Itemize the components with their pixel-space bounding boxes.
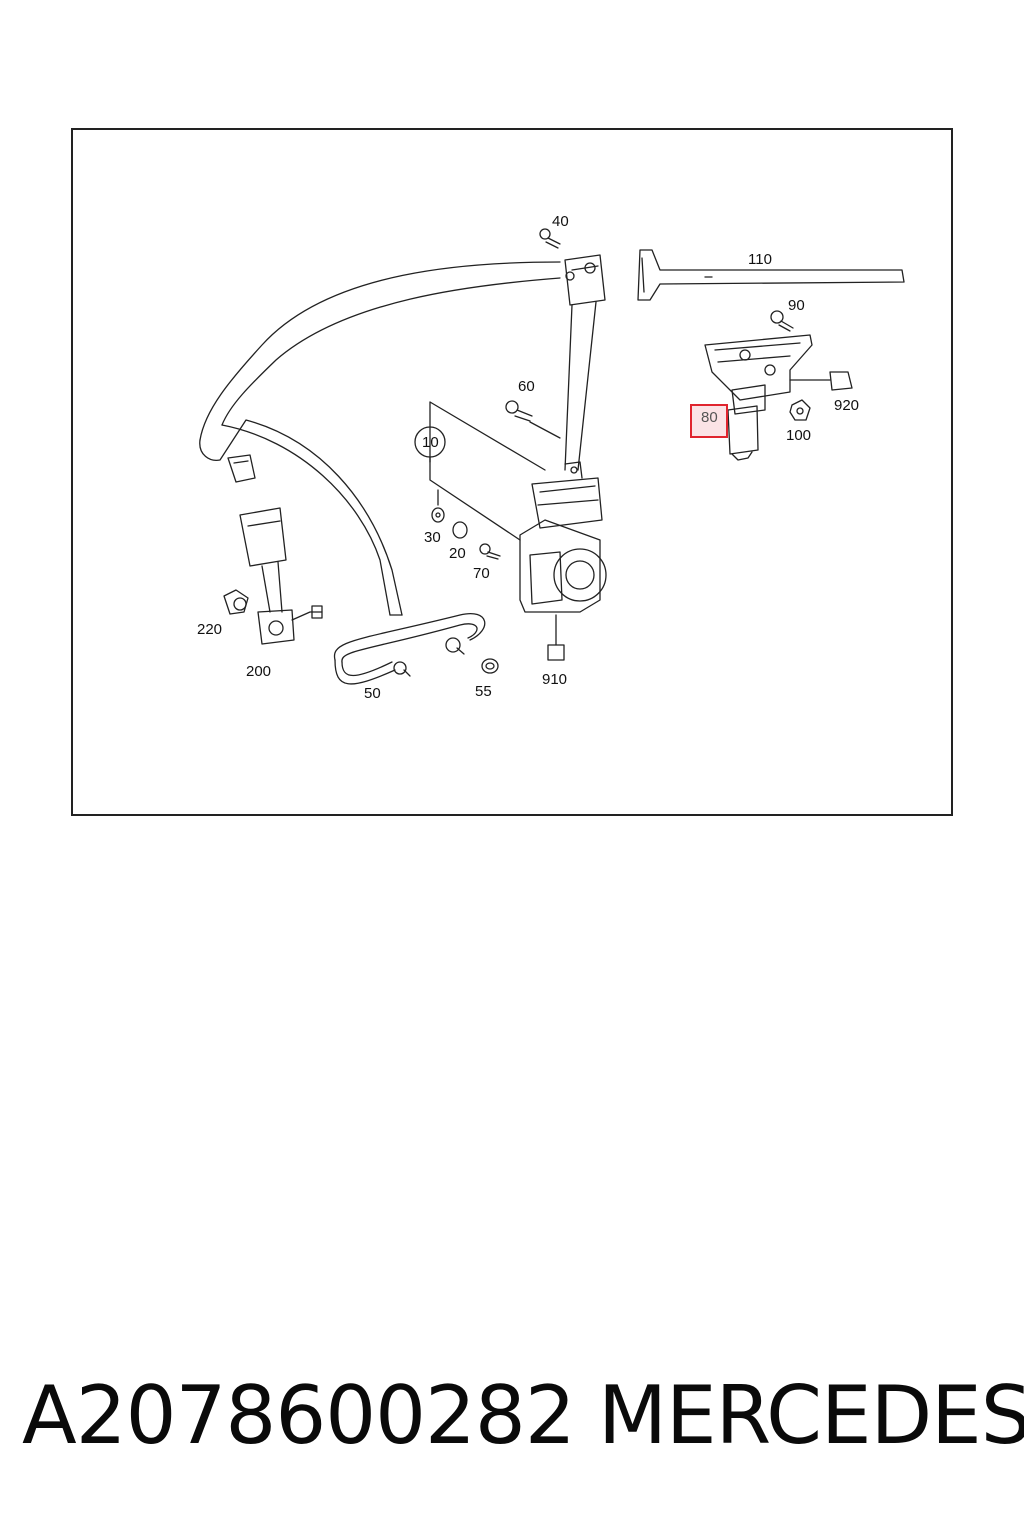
callout-910: 910 [542, 671, 568, 688]
bolt-60-icon [505, 400, 533, 422]
upper-anchor [564, 254, 606, 306]
leader-10-group [429, 401, 546, 541]
callout-20: 20 [449, 545, 466, 562]
callout-55: 55 [475, 683, 492, 700]
callout-10-circle [414, 426, 446, 458]
clip-20-icon [452, 521, 468, 539]
belt-to-retractor [564, 301, 597, 471]
rail-110 [637, 249, 905, 301]
nut-910-icon [547, 614, 565, 661]
buckle-200 [239, 507, 323, 645]
bolt-220-icon [223, 589, 249, 615]
callout-10: 10 [422, 434, 439, 451]
clip-920-icon [829, 371, 853, 391]
callout-90: 90 [788, 297, 805, 314]
callout-200: 200 [246, 663, 272, 680]
leader-60 [529, 421, 561, 439]
diagram-frame [71, 128, 953, 816]
motor-bracket-80 [704, 334, 831, 461]
bolt-90-icon [770, 310, 794, 332]
callout-30: 30 [424, 529, 441, 546]
belt-tongue [227, 454, 256, 483]
nut-55-icon [481, 658, 499, 674]
bolt-70-icon [479, 543, 501, 560]
brand-name: MERCEDES [598, 1369, 1024, 1462]
callout-40: 40 [552, 213, 569, 230]
callout-920: 920 [834, 397, 860, 414]
retractor-assembly [519, 461, 607, 613]
callout-60: 60 [518, 378, 535, 395]
callout-220: 220 [197, 621, 223, 638]
callout-50: 50 [364, 685, 381, 702]
callout-70: 70 [473, 565, 490, 582]
cable-50 [333, 613, 486, 685]
bolt-40-icon [539, 228, 561, 249]
callout-110: 110 [748, 251, 772, 268]
belt-webbing [199, 261, 561, 616]
part-number: A2078600282 [22, 1369, 576, 1462]
callout-80-highlighted: 80 [690, 404, 728, 438]
clip-30-icon [431, 507, 445, 523]
callout-100: 100 [786, 427, 812, 444]
nut-100-icon [789, 399, 811, 421]
